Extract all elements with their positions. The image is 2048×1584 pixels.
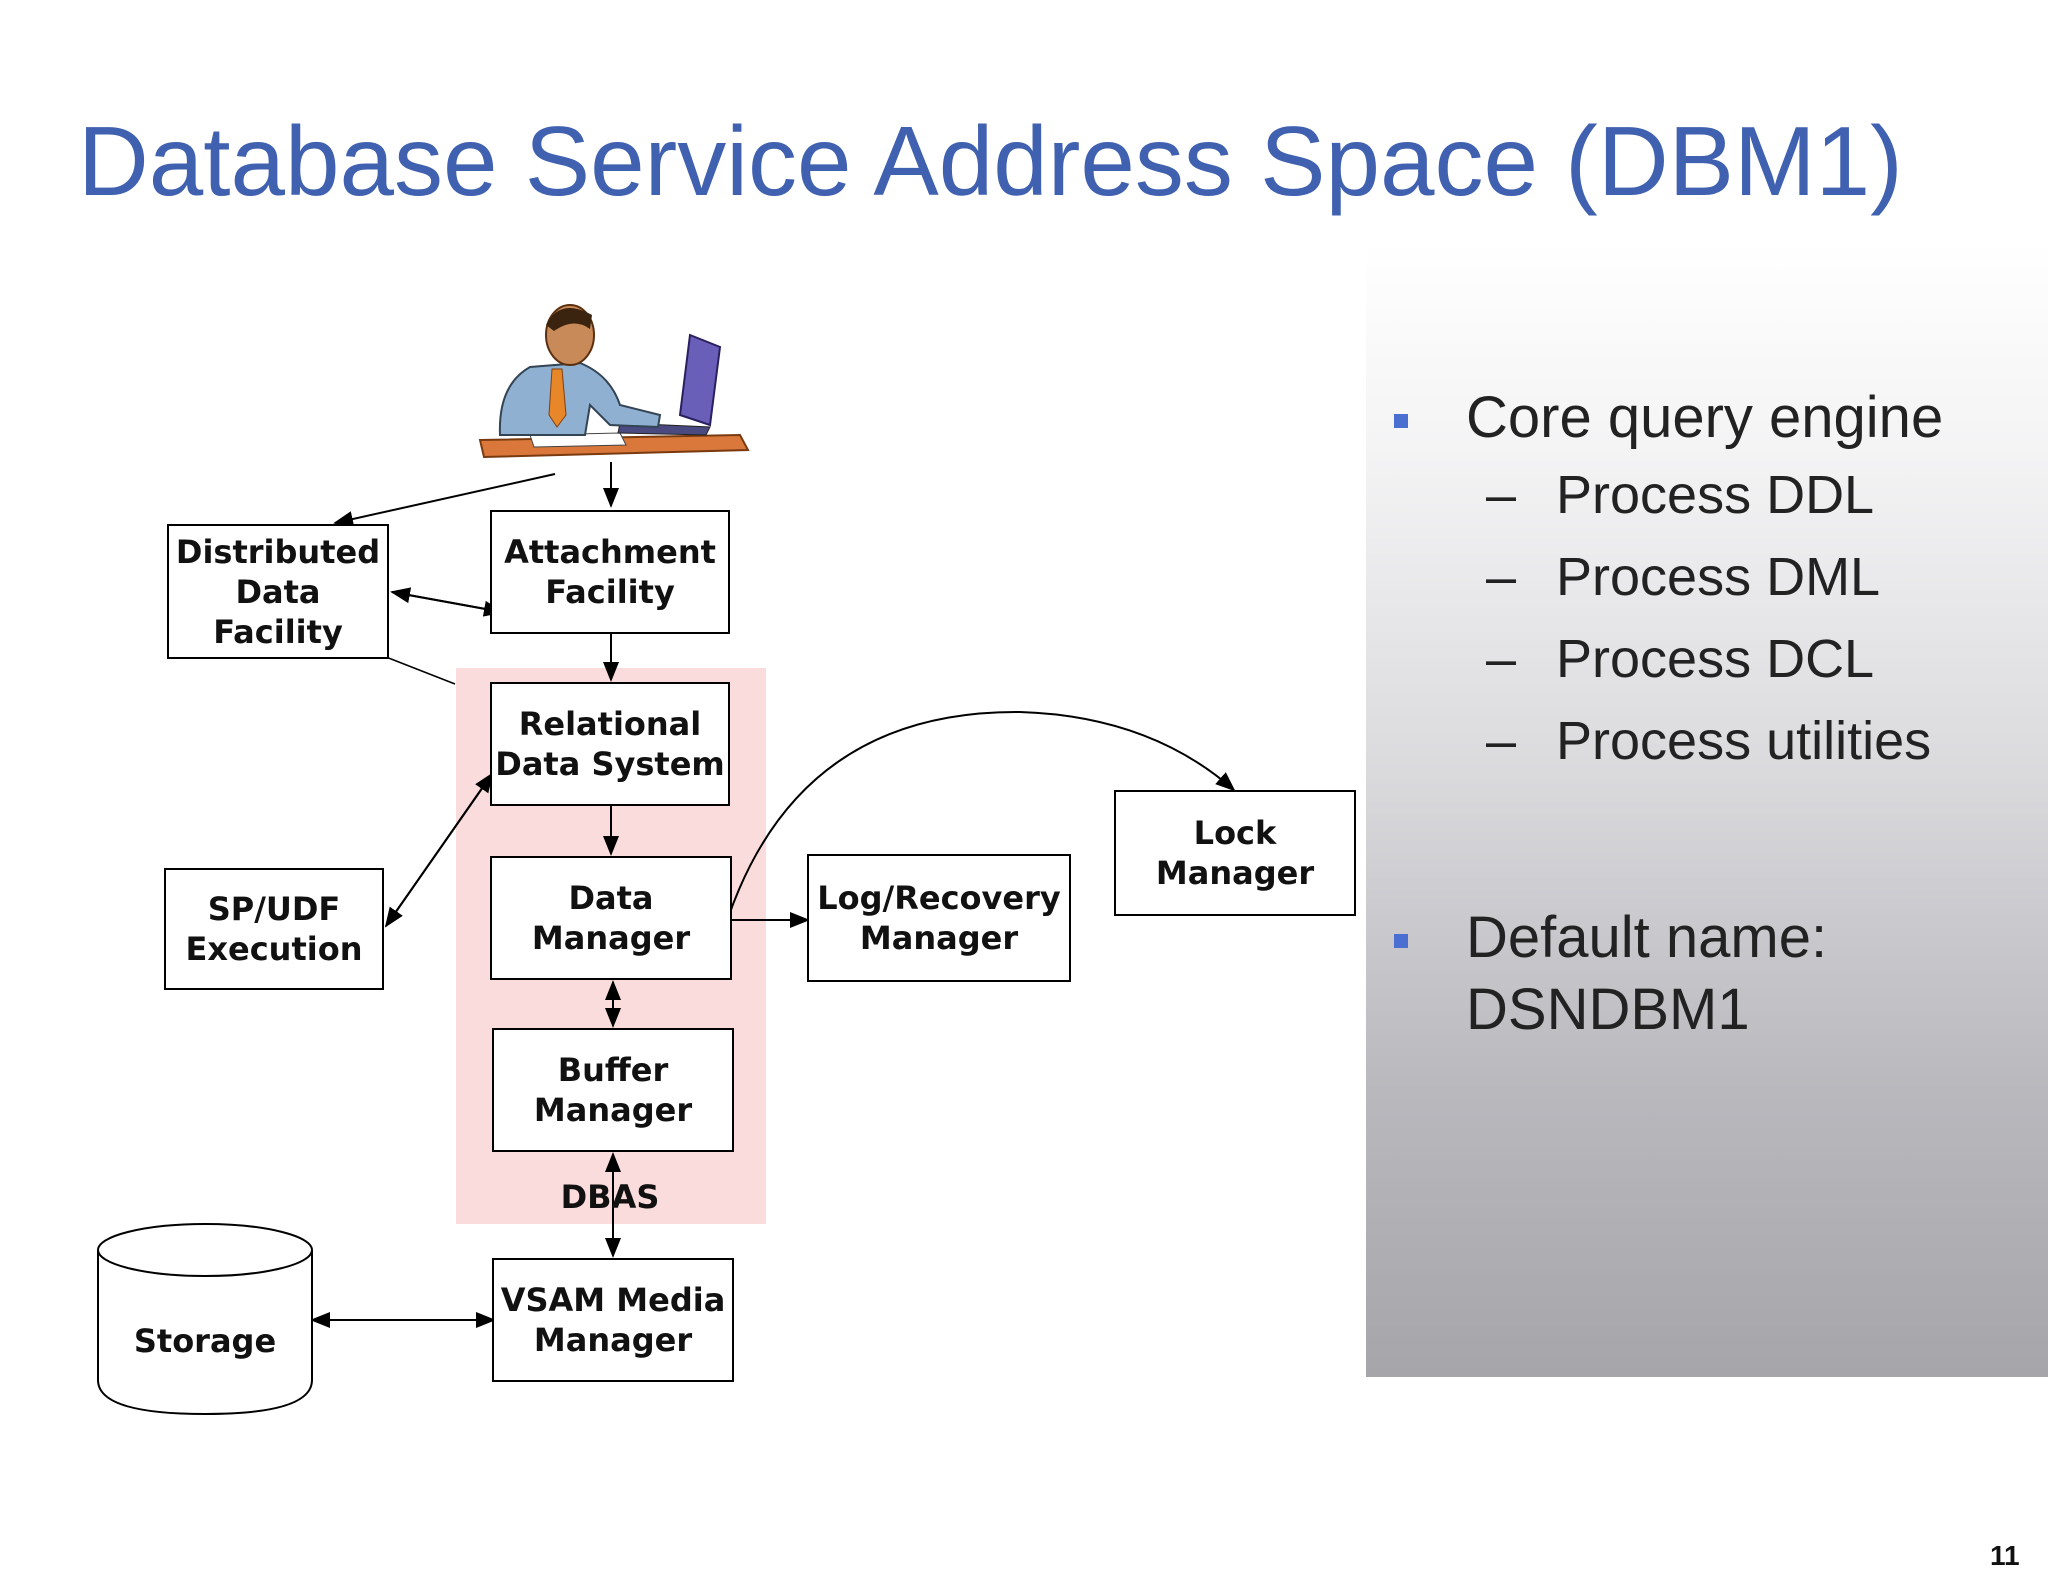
dbas-label: DBAS <box>560 1178 660 1216</box>
sub-bullet-text: Process DCL <box>1556 629 1875 689</box>
user-at-computer-icon <box>478 304 750 459</box>
dash-bullet-icon: – <box>1486 465 1517 525</box>
bullet-text: Default name: <box>1466 905 1828 970</box>
distributed-data-facility-box: Distributed Data Facility <box>167 524 389 659</box>
vsam-media-manager-box: VSAM Media Manager <box>492 1258 734 1382</box>
dash-bullet-icon: – <box>1486 711 1517 771</box>
gradient-panel <box>1366 240 2048 1377</box>
sub-bullet-text: Process utilities <box>1556 711 1932 771</box>
log-recovery-manager-box: Log/Recovery Manager <box>807 854 1071 982</box>
sub-bullet-text: Process DML <box>1556 547 1881 607</box>
storage-label: Storage <box>133 1322 277 1360</box>
data-manager-box: Data Manager <box>490 856 732 980</box>
attachment-facility-box: Attachment Facility <box>490 510 730 634</box>
page-number: 11 <box>1990 1540 2020 1571</box>
square-bullet-icon <box>1394 934 1408 948</box>
dash-bullet-icon: – <box>1486 629 1517 689</box>
bullet-text-continued: DSNDBM1 <box>1466 977 1750 1042</box>
buffer-manager-box: Buffer Manager <box>492 1028 734 1152</box>
slide-title: Database Service Address Space (DBM1) <box>78 106 1903 216</box>
dash-bullet-icon: – <box>1486 547 1517 607</box>
relational-data-system-box: Relational Data System <box>490 682 730 806</box>
square-bullet-icon <box>1394 414 1408 428</box>
diagram-connectors <box>97 462 1236 1416</box>
lock-manager-box: Lock Manager <box>1114 790 1356 916</box>
sp-udf-execution-box: SP/UDF Execution <box>164 868 384 990</box>
bullet-text: Core query engine <box>1466 385 1944 450</box>
sub-bullet-text: Process DDL <box>1556 465 1875 525</box>
